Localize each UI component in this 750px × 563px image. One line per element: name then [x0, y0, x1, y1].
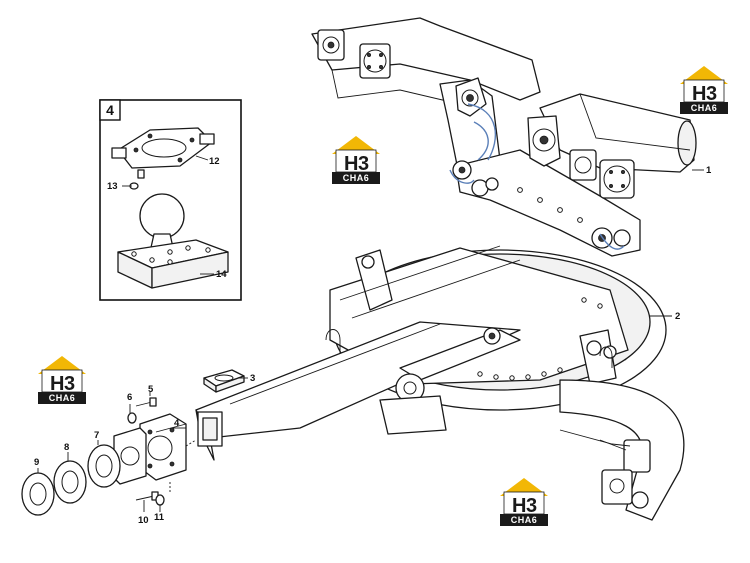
svg-text:3: 3: [64, 373, 75, 395]
svg-text:H: H: [692, 83, 706, 105]
callout-13: 13: [107, 181, 118, 192]
callout-3: 3: [250, 373, 255, 384]
svg-text:3: 3: [526, 495, 537, 517]
callout-1: 1: [706, 165, 712, 176]
callout-10: 10: [138, 515, 149, 526]
callout-6: 6: [127, 392, 132, 403]
callout-8: 8: [64, 442, 69, 453]
callout-2: 2: [675, 311, 680, 322]
svg-text:H: H: [50, 373, 64, 395]
callout-14: 14: [216, 269, 227, 280]
part-9-gasket-ring: [21, 472, 55, 516]
svg-text:CHA6: CHA6: [49, 393, 76, 403]
part-8-gasket-ring: [53, 460, 87, 504]
callout-12: 12: [209, 156, 220, 167]
callout-5: 5: [148, 384, 154, 395]
svg-text:CHA6: CHA6: [691, 103, 718, 113]
callout-labels: 1 2 3 4 5 6 7 8 9 10 11 12 13 14: [34, 156, 712, 526]
inset-number: 4: [106, 102, 114, 118]
inset-detail-4: 4: [99, 99, 242, 301]
svg-text:H: H: [344, 153, 358, 175]
watermark-logo: H 3 CHA6: [680, 66, 728, 114]
svg-text:3: 3: [358, 153, 369, 175]
part-1-boom-frame: [311, 17, 697, 257]
svg-text:H: H: [512, 495, 526, 517]
main-slide-beam: [195, 245, 613, 461]
svg-text:3: 3: [706, 83, 717, 105]
watermark-logo: H 3 CHA6: [38, 356, 86, 404]
callout-11: 11: [154, 512, 165, 523]
callout-9: 9: [34, 457, 39, 468]
part-4-hitch-flange: [113, 397, 187, 506]
svg-text:CHA6: CHA6: [343, 173, 370, 183]
callout-4: 4: [174, 418, 180, 429]
leader-lines: [37, 155, 704, 512]
watermark-logo: H 3 CHA6: [332, 136, 380, 184]
svg-text:CHA6: CHA6: [511, 515, 538, 525]
part-7-gasket-ring: [87, 444, 121, 488]
watermark-logo: H 3 CHA6: [500, 478, 548, 526]
part-3-wear-pad: [203, 369, 245, 393]
callout-7: 7: [94, 430, 99, 441]
